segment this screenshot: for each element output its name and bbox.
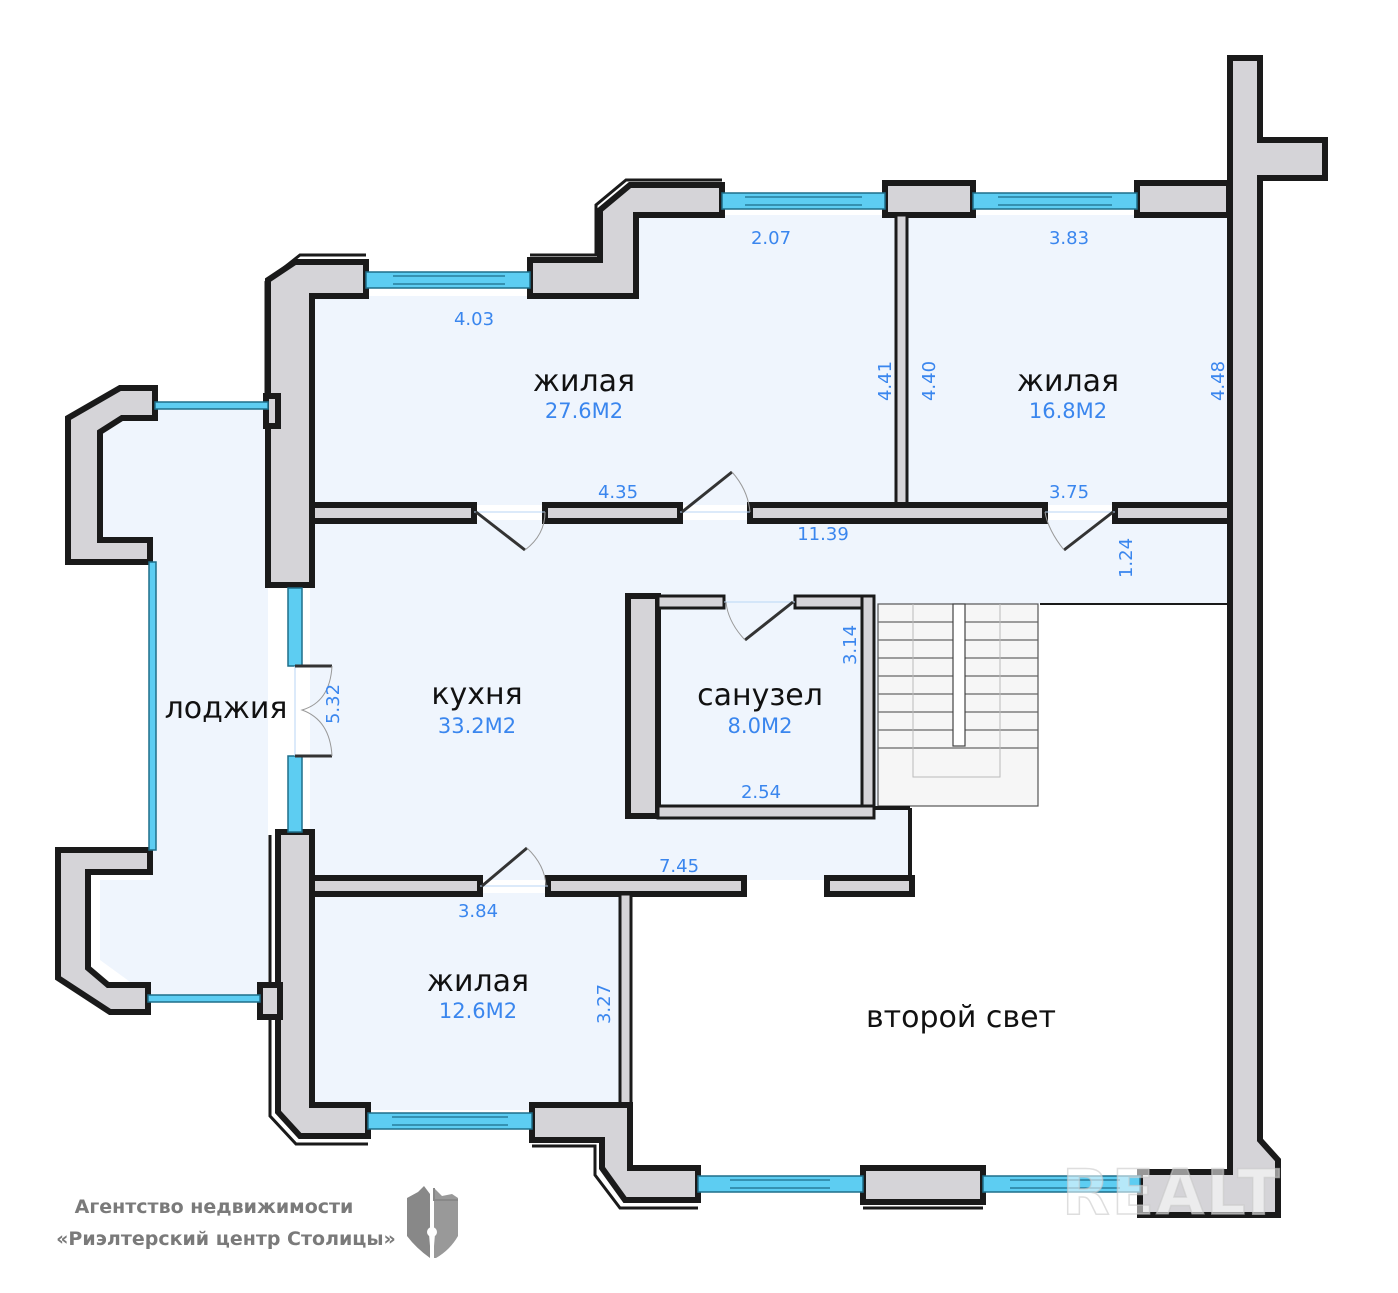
room-area-bathroom: 8.0М2 xyxy=(728,714,793,738)
dim-bath-height: 3.14 xyxy=(840,625,861,665)
wall-living3-outer-line xyxy=(268,835,368,1146)
dim-living3-height: 3.27 xyxy=(594,984,615,1024)
agency-name-line1: Агентство недвижимости xyxy=(75,1196,354,1218)
door-living2 xyxy=(1044,510,1115,552)
wall-kitchen-bottom-1 xyxy=(309,875,483,897)
dimension-labels: 2.07 4.03 4.41 4.35 3.83 4.40 4.48 3.75 … xyxy=(323,228,1229,1024)
window-bottom-1 xyxy=(697,1175,864,1193)
wall-bath-top-1 xyxy=(656,594,726,610)
realt-watermark: REALT xyxy=(1062,1156,1282,1229)
wall-corridor-4 xyxy=(1112,502,1233,524)
room-area-living-2: 16.8М2 xyxy=(1029,399,1107,423)
room-name-double-height: второй свет xyxy=(866,1000,1056,1035)
dim-bath-width: 2.54 xyxy=(741,782,781,803)
wall-bath-bottom xyxy=(656,804,876,820)
wall-loggia-north xyxy=(65,385,158,565)
agency-name-line2: «Риэлтерский центр Столицы» xyxy=(56,1228,396,1250)
room-name-loggia: лоджия xyxy=(165,691,288,726)
wall-corridor-1 xyxy=(309,502,477,524)
doors xyxy=(294,470,1115,888)
floor-living-2 xyxy=(905,215,1228,505)
wall-east xyxy=(1137,55,1328,1218)
door-living3 xyxy=(480,846,548,888)
window-living3-south xyxy=(367,1112,533,1130)
floor-living-1 xyxy=(310,215,895,505)
room-name-living-2: жилая xyxy=(1017,364,1119,399)
wall-bath-top-2 xyxy=(793,594,869,610)
window-kitchen-loggia-north xyxy=(287,587,303,667)
dim-kitchen-height: 5.32 xyxy=(323,684,344,724)
wall-living1-west-corner xyxy=(265,259,369,588)
dim-living2-bottom: 3.75 xyxy=(1049,482,1089,503)
dim-kitchen-bottom: 7.45 xyxy=(659,856,699,877)
window-kitchen-loggia-south xyxy=(287,755,303,833)
wall-loggia-south xyxy=(55,847,153,1015)
wall-kitchen-bottom-2 xyxy=(545,875,747,897)
stair-direction-line xyxy=(912,604,1001,778)
dim-hall-width: 1.24 xyxy=(1116,538,1137,578)
dim-living1-height: 4.41 xyxy=(875,361,896,401)
agency-branding: Агентство недвижимости «Риэлтерский цент… xyxy=(56,1186,458,1258)
stair-rail xyxy=(952,603,966,747)
floor-kitchen-hall xyxy=(310,520,1228,880)
dim-living2-left: 4.40 xyxy=(919,361,940,401)
window-living1-north xyxy=(721,192,886,210)
windows xyxy=(147,192,1141,1193)
room-area-living-1: 27.6М2 xyxy=(545,399,623,423)
floor-living-3 xyxy=(310,893,622,1110)
dim-living1-bottom: 4.35 xyxy=(598,482,638,503)
window-living2-north xyxy=(972,192,1138,210)
door-living1-east xyxy=(680,470,751,514)
wall-bottom-pier xyxy=(860,1165,986,1205)
wall-kitchen-bottom-3 xyxy=(824,875,915,897)
staircase xyxy=(877,603,1039,807)
dim-living1-top-right: 2.07 xyxy=(751,228,791,249)
window-loggia-south xyxy=(147,994,261,1003)
window-loggia-west xyxy=(148,561,157,851)
room-name-kitchen: кухня xyxy=(431,677,522,712)
door-living1-west xyxy=(474,510,546,552)
wall-partition-living xyxy=(894,213,909,507)
room-labels: жилая 27.6М2 жилая 16.8М2 кухня 33.2М2 с… xyxy=(165,364,1119,1035)
window-loggia-north xyxy=(154,401,269,410)
room-name-bathroom: санузел xyxy=(697,678,823,713)
dim-living2-right: 4.48 xyxy=(1208,361,1229,401)
dim-hall-length: 11.39 xyxy=(797,524,849,545)
wall-outer-line xyxy=(264,253,366,400)
room-area-living-3: 12.6М2 xyxy=(439,999,517,1023)
wall-bath-east xyxy=(860,594,876,810)
dim-living1-top-left: 4.03 xyxy=(454,309,494,330)
wall-living3-stub xyxy=(257,982,283,1020)
wall-bottom-bay-outer xyxy=(532,1144,698,1210)
wall-partition-living3 xyxy=(618,892,633,1108)
wall-bay-outer-line xyxy=(530,178,722,257)
door-bathroom xyxy=(724,600,795,642)
room-name-living-1: жилая xyxy=(533,364,635,399)
room-name-living-3: жилая xyxy=(427,964,529,999)
wall-top-pier-1 xyxy=(882,180,976,218)
dim-living3-top: 3.84 xyxy=(458,901,498,922)
floor-areas xyxy=(100,215,1228,1110)
wall-top-pier-2 xyxy=(1134,180,1232,218)
room-area-kitchen: 33.2М2 xyxy=(438,714,516,738)
wall-corridor-2 xyxy=(542,502,683,524)
wall-loggia-pier-north xyxy=(263,393,281,429)
shield-keyhole-icon xyxy=(407,1186,458,1258)
wall-bottom-bay xyxy=(529,1102,701,1203)
wall-corridor-3 xyxy=(747,502,1048,524)
window-living1-west xyxy=(365,271,531,289)
dim-living2-top: 3.83 xyxy=(1049,228,1089,249)
wall-bath-west xyxy=(625,593,661,819)
door-loggia-double xyxy=(294,664,333,758)
